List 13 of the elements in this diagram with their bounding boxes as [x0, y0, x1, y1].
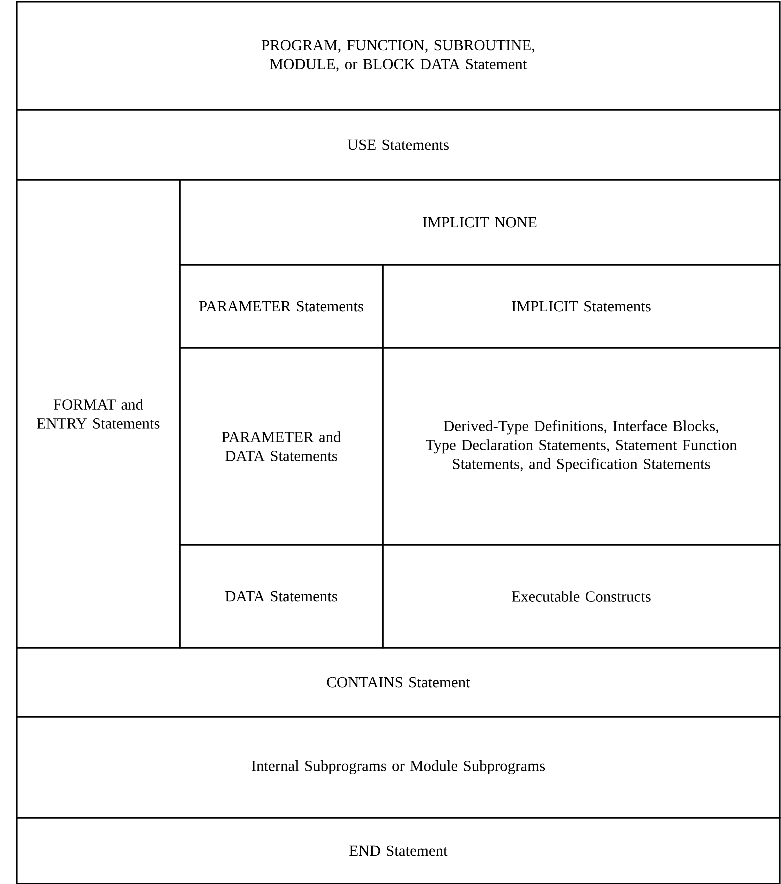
table-cell: PROGRAM, FUNCTION, SUBROUTINE, MODULE, or BLOCK DATA Statement — [16, 1, 781, 111]
table-cell: PARAMETER and DATA Statements — [179, 347, 384, 546]
table-cell: Executable Constructs — [382, 544, 781, 649]
table-cell: Internal Subprograms or Module Subprograms — [16, 716, 781, 819]
table-cell: Derived-Type Definitions, Interface Blocks, Type Declaration Statements, Statement Function Statements, and Specification Statements — [382, 347, 781, 546]
table-cell: IMPLICIT NONE — [179, 179, 781, 266]
table-cell: DATA Statements — [179, 544, 384, 649]
table-cell: FORMAT and ENTRY Statements — [16, 179, 181, 649]
table-cell: END Statement — [16, 817, 781, 884]
table-cell: USE Statements — [16, 109, 781, 181]
table-cell: IMPLICIT Statements — [382, 264, 781, 349]
table-cell: CONTAINS Statement — [16, 647, 781, 718]
table-cell: PARAMETER Statements — [179, 264, 384, 349]
